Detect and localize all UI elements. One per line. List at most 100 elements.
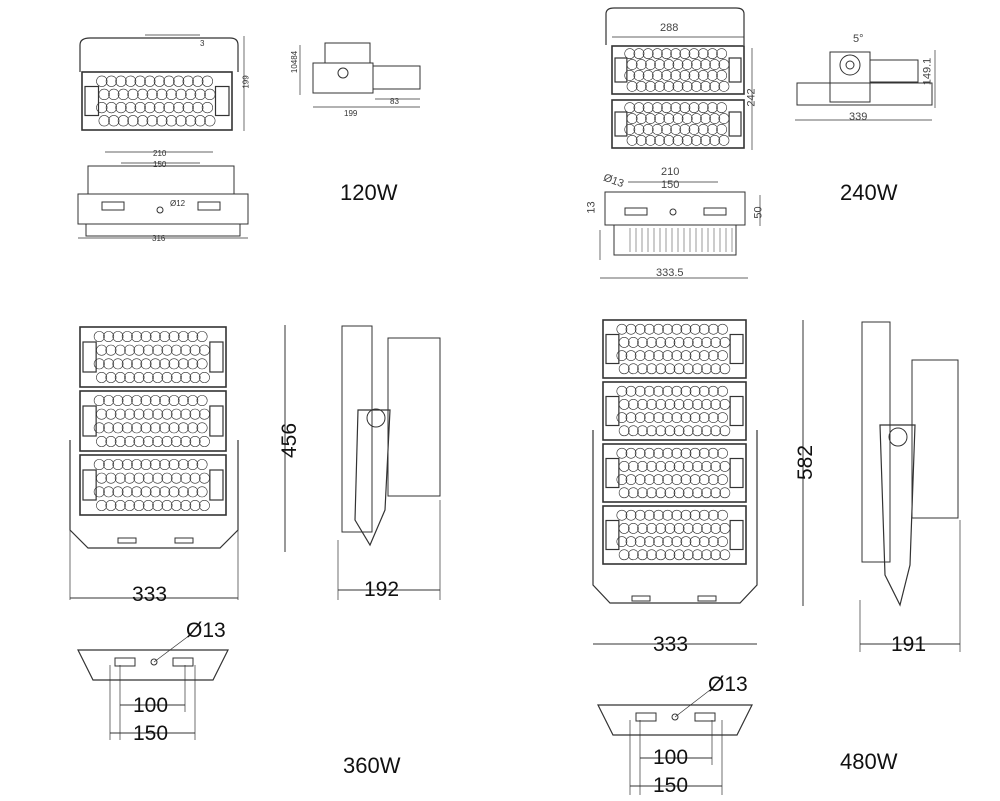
led-lens xyxy=(645,59,656,70)
led-lens xyxy=(140,331,152,343)
led-lens xyxy=(177,486,189,498)
mounting-handle xyxy=(605,7,745,45)
led-lens xyxy=(653,474,664,485)
led-lens xyxy=(149,422,161,434)
led-lens xyxy=(626,113,638,124)
led-lens xyxy=(662,323,674,335)
led-lens xyxy=(625,509,637,521)
led-lens xyxy=(692,337,703,348)
led-lens xyxy=(149,358,161,370)
led-lens xyxy=(618,363,630,375)
led-lens xyxy=(112,486,124,498)
led-lens xyxy=(93,422,105,434)
led-lens xyxy=(654,113,666,124)
led-lens xyxy=(131,331,143,343)
pivot-icon xyxy=(337,67,349,79)
led-lens xyxy=(653,323,664,335)
led-lens xyxy=(103,422,115,434)
led-lens xyxy=(168,422,180,434)
led-lens xyxy=(153,75,166,87)
led-lens xyxy=(708,385,719,397)
led-lens xyxy=(616,412,628,423)
led-lens xyxy=(655,363,667,375)
led-lens xyxy=(672,59,684,70)
led-lens xyxy=(653,447,664,459)
led-lens xyxy=(654,134,666,146)
dim-120w-hole-inner: 150 xyxy=(153,160,167,169)
led-lens xyxy=(198,408,210,420)
led-lens xyxy=(196,358,208,370)
led-lens xyxy=(692,399,703,410)
module-bracket xyxy=(729,519,744,551)
led-lens xyxy=(709,134,721,146)
led-lens xyxy=(655,425,667,437)
led-lens xyxy=(124,499,136,511)
led-lens xyxy=(717,447,728,459)
led-lens xyxy=(682,363,694,375)
led-lens xyxy=(198,499,210,511)
led-lens xyxy=(204,115,216,127)
led-lens xyxy=(645,113,656,124)
led-lens xyxy=(177,358,189,370)
led-lens xyxy=(105,472,117,484)
led-lens xyxy=(670,102,682,114)
led-lens xyxy=(689,323,701,335)
led-lens xyxy=(180,435,192,447)
led-lens xyxy=(692,523,703,534)
led-lens xyxy=(661,70,672,81)
led-lens xyxy=(124,75,137,87)
led-lens xyxy=(698,509,710,521)
led-lens xyxy=(152,472,164,484)
leader-line xyxy=(153,634,191,663)
led-lens xyxy=(698,412,710,423)
center-hole xyxy=(156,206,164,214)
led-lens xyxy=(664,549,676,561)
led-lens xyxy=(121,459,133,471)
led-lens xyxy=(170,435,182,447)
led-lens xyxy=(625,350,637,361)
led-lens xyxy=(698,474,710,485)
led-lens xyxy=(146,88,158,101)
led-lens xyxy=(625,447,637,459)
led-lens xyxy=(196,395,208,407)
center-hole xyxy=(669,208,677,216)
led-lens xyxy=(114,408,126,420)
led-lens xyxy=(655,461,667,472)
led-lens xyxy=(689,350,701,361)
led-lens xyxy=(707,102,718,114)
led-lens xyxy=(664,523,676,534)
led-lens xyxy=(681,59,693,70)
led-lens xyxy=(163,101,175,114)
led-lens xyxy=(634,447,646,459)
dim-240w-offset: 13 xyxy=(585,201,598,214)
led-lens xyxy=(682,399,694,410)
led-lens xyxy=(131,486,143,498)
led-lens xyxy=(124,344,136,356)
led-lens xyxy=(673,461,685,472)
led-module-480w xyxy=(602,381,747,441)
led-lens xyxy=(637,487,648,499)
led-lens xyxy=(618,523,630,534)
led-lens xyxy=(114,371,126,383)
led-lens xyxy=(661,48,672,60)
led-lens xyxy=(690,134,702,146)
led-lens xyxy=(93,331,105,343)
pivot-icon xyxy=(366,408,386,428)
led-lens xyxy=(96,371,108,383)
led-lens xyxy=(112,395,124,407)
led-lens xyxy=(142,344,154,356)
led-lens xyxy=(671,323,683,335)
led-lens xyxy=(719,549,731,561)
led-lens xyxy=(698,350,710,361)
led-lens xyxy=(708,323,719,335)
led-module-240w-top xyxy=(611,45,745,95)
led-lens xyxy=(627,399,639,410)
led-lens xyxy=(719,425,731,437)
led-lens xyxy=(655,337,667,348)
led-lens xyxy=(646,461,657,472)
led-lens xyxy=(105,499,117,511)
pivot-housing xyxy=(829,51,871,103)
led-lens xyxy=(642,124,654,135)
led-lens xyxy=(144,101,156,114)
led-lens xyxy=(152,344,164,356)
